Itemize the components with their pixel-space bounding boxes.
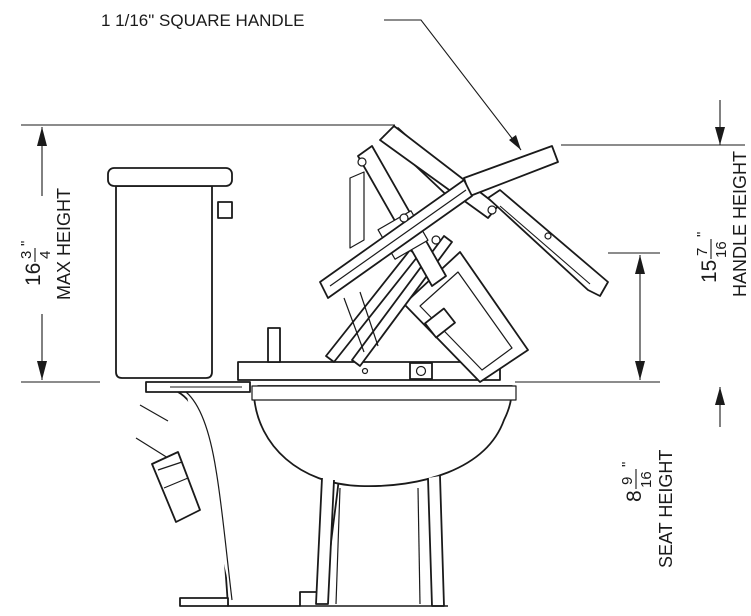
max-height-denominator: 4 [37,251,54,259]
toilet-foot [179,597,229,607]
supply-line [135,404,169,459]
lift-front-leg-inner [417,487,421,605]
seat-height-whole: 8 [623,490,646,502]
seat-base-post [267,327,281,363]
handle-height-denominator: 16 [713,241,730,258]
lift-rear-leg-inner [335,487,341,605]
handle-height-numerator: 7 [694,248,711,256]
seat-height-numerator: 9 [619,477,636,485]
shutoff-valve-detail [157,461,189,489]
toilet-bowl-rim [251,385,517,401]
seat-height-top-arrow [635,255,645,274]
seat-base-bolt-icon [415,365,427,377]
max-height-measure: 16 3 4 " [18,241,54,286]
lift-rear-leg [315,477,335,605]
max-height-label: MAX HEIGHT [54,188,74,300]
max-height-dimension: MAX HEIGHT 16 3 4 " [18,124,395,383]
square-handle-callout-text: 1 1/16" SQUARE HANDLE [101,11,305,30]
toilet-tank [115,185,213,379]
arm-bolt-icon [399,213,409,223]
raised-seat-panel-extension [487,189,609,297]
panel-rivet-icon [544,232,552,240]
toilet [107,167,517,607]
seat-base-plate [237,361,501,381]
handle-bar-arm-inner [329,189,467,287]
lift-front-leg [427,475,445,607]
square-handle-bar [463,145,559,197]
seat-height-value: SEAT HEIGHT [656,450,676,568]
panel-bolt-icon [487,205,497,215]
max-height-numerator: 3 [18,251,35,259]
max-height-value: MAX HEIGHT [54,188,74,300]
seat-height-unit: " [619,462,636,467]
max-height-top-arrow [37,127,47,146]
seat-height-bottom-arrow [635,361,645,380]
toilet-pedestal-inner [185,391,233,601]
handle-height-dimension: HANDLE HEIGHT 15 7 16 " [561,100,750,427]
square-handle-leader-arrow [509,135,521,150]
shutoff-valve [151,451,201,523]
max-height-whole: 16 [22,263,45,286]
seat-height-dimension: SEAT HEIGHT 8 9 16 " [515,252,676,568]
handle-height-value: HANDLE HEIGHT [730,151,750,297]
arm-bolt-icon-2 [431,235,441,245]
handle-post-upright [349,171,365,249]
lift-housing-face [419,271,513,371]
seat-base-rivet-icon [361,367,369,375]
seat-height-label: SEAT HEIGHT [656,450,676,568]
handle-height-label: HANDLE HEIGHT [730,151,750,297]
handle-height-unit: " [694,232,711,237]
seat-height-denominator: 16 [638,471,655,488]
seat-lift-mechanism [237,125,609,383]
max-height-bottom-arrow [37,361,47,380]
square-handle-callout: 1 1/16" SQUARE HANDLE [101,11,522,151]
handle-height-bottom-arrow [715,387,725,405]
lift-strut [343,291,379,353]
lift-motor-block [424,307,456,339]
handle-height-top-arrow [715,127,725,145]
seat-height-measure: 8 9 16 " [619,462,655,502]
raised-seat-panel-edge [499,205,591,285]
max-height-unit: " [18,241,35,246]
handle-height-measure: 15 7 16 " [694,232,730,283]
pivot-bolt-icon [357,157,367,167]
flush-handle-icon [217,201,233,219]
handle-height-whole: 15 [698,260,721,283]
toilet-tank-lid [107,167,233,187]
square-handle-leader-line [384,19,522,151]
